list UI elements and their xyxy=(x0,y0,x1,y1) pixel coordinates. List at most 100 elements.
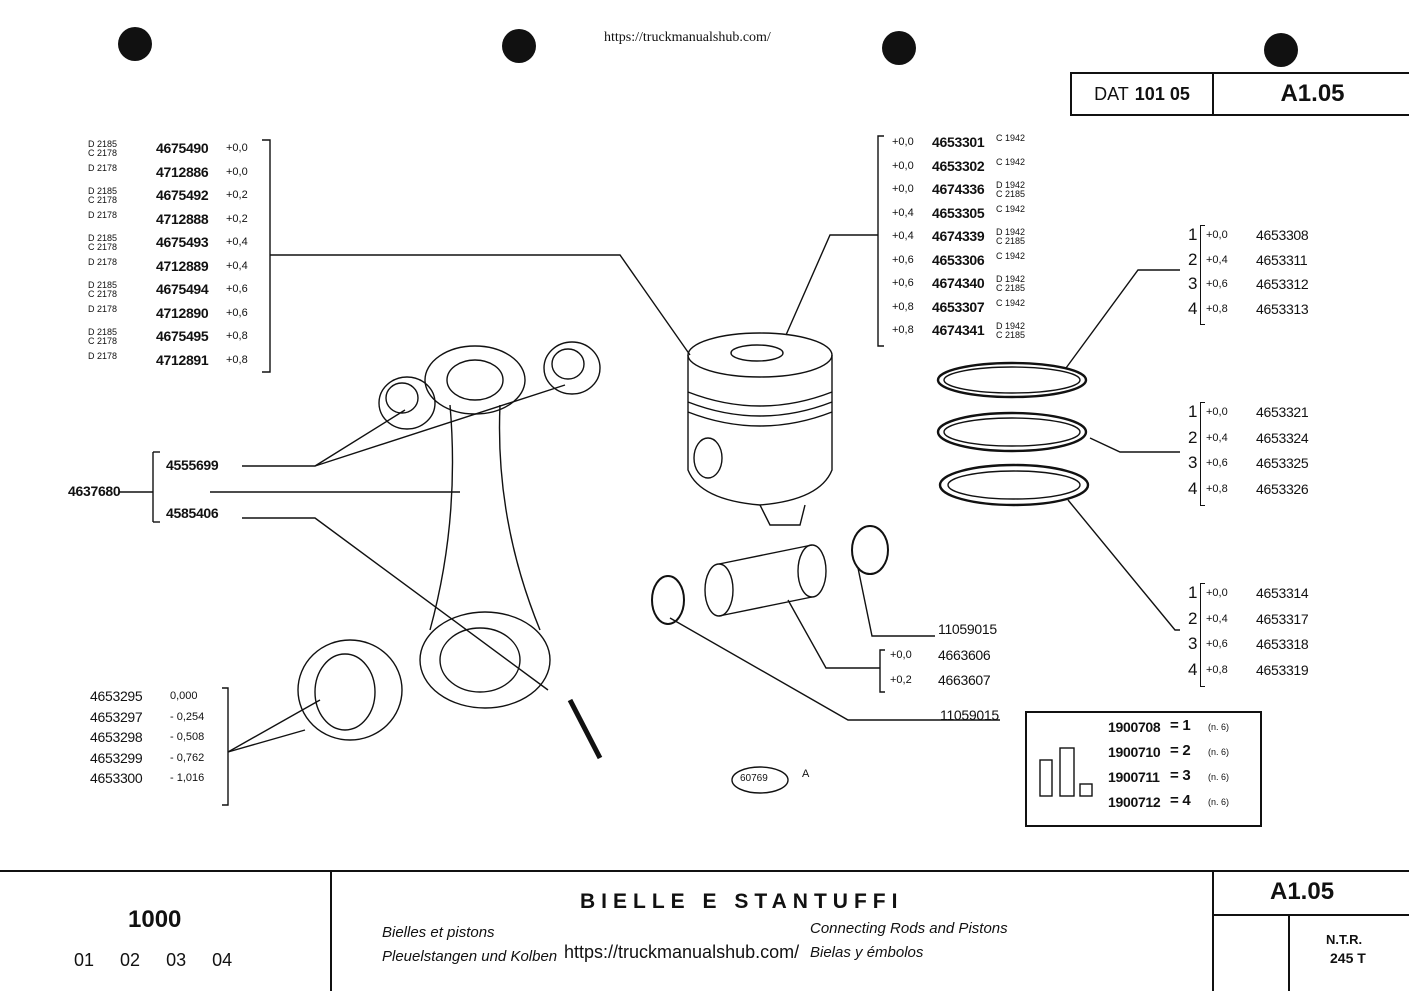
ring-size: +0,8 xyxy=(1206,482,1228,495)
piston-size: +0,8 xyxy=(892,324,914,336)
ring-index: 2 xyxy=(1188,427,1198,447)
bushing-code: D 2185 C 2178 xyxy=(88,233,118,252)
ringset-part: 1900711 xyxy=(1108,769,1160,785)
title-german: Pleuelstangen und Kolben xyxy=(382,948,558,965)
bushing-size: +0,2 xyxy=(226,212,248,225)
ring-part: 4653312 xyxy=(1256,276,1309,292)
ring-part: 4653311 xyxy=(1256,251,1308,268)
group-number: 01 xyxy=(74,950,95,970)
ring-size: +0,6 xyxy=(1206,457,1228,469)
dat-box: DAT 101 05 A1.05 xyxy=(1070,72,1409,116)
ringset-number: = 3 xyxy=(1170,767,1191,784)
bushing-size: +0,2 xyxy=(226,189,248,201)
ring-size: +0,4 xyxy=(1206,431,1228,444)
bushing-size: +0,0 xyxy=(226,165,248,178)
binder-hole xyxy=(1264,33,1298,67)
piston-size: +0,0 xyxy=(892,183,914,195)
ring-index: 4 xyxy=(1188,298,1198,318)
footer-title-cell: BIELLE E STANTUFFI Bielles et pistons Co… xyxy=(332,872,1214,991)
ringset-qty: (n. 6) xyxy=(1208,722,1230,732)
bushing-part: 4712889 xyxy=(156,257,209,274)
piston-size: +0,4 xyxy=(892,230,914,242)
bearing-size: 0,000 xyxy=(170,690,198,702)
piston-part: 4653306 xyxy=(932,251,985,268)
piston-size: +0,0 xyxy=(892,159,914,172)
ring-size: +0,6 xyxy=(1206,638,1228,650)
bearing-size: - 0,508 xyxy=(170,731,205,743)
ringset-qty: (n. 6) xyxy=(1208,797,1230,807)
piston-code: D 1942 C 2185 xyxy=(996,321,1026,340)
piston-part: 4674339 xyxy=(932,228,985,244)
bushing-size: +0,8 xyxy=(226,330,248,342)
bushing-part: 4712888 xyxy=(156,210,209,227)
group-number: 04 xyxy=(212,950,233,970)
bushing-size: +0,6 xyxy=(226,306,248,319)
ring-bracket xyxy=(1200,402,1205,506)
footer-vdivider xyxy=(1288,914,1290,991)
bushing-part: 4675494 xyxy=(156,281,209,297)
piston-size: +0,0 xyxy=(892,136,914,148)
ring-part: 4653308 xyxy=(1256,227,1309,243)
ring-size: +0,0 xyxy=(1206,406,1228,418)
ring-bracket xyxy=(1200,225,1205,325)
circlip-lower-part: 11059015 xyxy=(940,707,999,723)
piston-code: D 1942 C 2185 xyxy=(996,180,1026,199)
piston-code: C 1942 xyxy=(996,203,1026,214)
ringset-part: 1900708 xyxy=(1108,719,1161,735)
bushing-part: 4675492 xyxy=(156,187,209,203)
source-url[interactable]: https://truckmanualshub.com/ xyxy=(604,30,771,45)
piston-code: C 1942 xyxy=(996,133,1026,143)
bushing-code: D 2185 C 2178 xyxy=(88,327,118,346)
bushing-code: D 2185 C 2178 xyxy=(88,186,118,205)
piston-part: 4674340 xyxy=(932,275,985,291)
ringset-number: = 4 xyxy=(1170,792,1191,809)
piston-code: D 1942 C 2185 xyxy=(996,227,1026,246)
title-spanish: Bielas y émbolos xyxy=(810,944,924,961)
bushing-code: D 2185 C 2178 xyxy=(88,280,118,299)
ring-index: 2 xyxy=(1188,249,1198,269)
bushing-size: +0,4 xyxy=(226,259,248,272)
ring-size: +0,0 xyxy=(1206,229,1228,241)
bearing-size: - 1,016 xyxy=(170,772,205,784)
ring-part: 4653324 xyxy=(1256,429,1309,446)
group-number: 02 xyxy=(120,950,141,970)
figure-letter: A xyxy=(802,768,810,780)
bushing-code: D 2178 xyxy=(88,209,118,220)
bushing-code: D 2178 xyxy=(88,303,118,314)
conrod-bush-part: 4555699 xyxy=(166,457,219,473)
piston-size: +0,6 xyxy=(892,253,914,266)
bearing-part: 4653298 xyxy=(90,729,143,745)
ntr-value: 245 T xyxy=(1330,950,1366,966)
bearing-part: 4653299 xyxy=(90,749,143,766)
bearing-size: - 0,762 xyxy=(170,751,205,764)
ring-size: +0,4 xyxy=(1206,253,1228,266)
ring-size: +0,0 xyxy=(1206,587,1228,599)
conrod-assembly-part: 4637680 xyxy=(68,483,121,499)
bearing-part: 4653297 xyxy=(90,708,143,725)
footer-source-url[interactable]: https://truckmanualshub.com/ xyxy=(564,942,800,962)
footer-page-code: A1.05 xyxy=(1270,878,1335,905)
dat-label: DAT xyxy=(1094,83,1129,104)
ring-index: 3 xyxy=(1188,634,1198,653)
bushing-code: D 2178 xyxy=(88,256,118,267)
title-french: Bielles et pistons xyxy=(382,924,495,941)
ntr-label: N.T.R. xyxy=(1326,932,1363,947)
ring-index: 1 xyxy=(1188,583,1198,602)
pin-part: 4663607 xyxy=(938,672,991,688)
page-code: A1.05 xyxy=(1280,80,1345,107)
piston-code: D 1942 C 2185 xyxy=(996,274,1026,293)
ringset-part: 1900710 xyxy=(1108,744,1161,760)
ring-part: 4653325 xyxy=(1256,455,1309,471)
piston-part: 4653302 xyxy=(932,157,985,174)
binder-hole xyxy=(882,31,916,65)
ring-index: 2 xyxy=(1188,608,1198,628)
piston-part: 4653301 xyxy=(932,134,985,150)
bushing-part: 4675495 xyxy=(156,328,209,344)
pin-part: 4663606 xyxy=(938,647,991,663)
ring-part: 4653314 xyxy=(1256,585,1309,601)
pin-size: +0,2 xyxy=(890,674,912,686)
bushing-part: 4712891 xyxy=(156,351,209,368)
piston-code: C 1942 xyxy=(996,250,1026,261)
